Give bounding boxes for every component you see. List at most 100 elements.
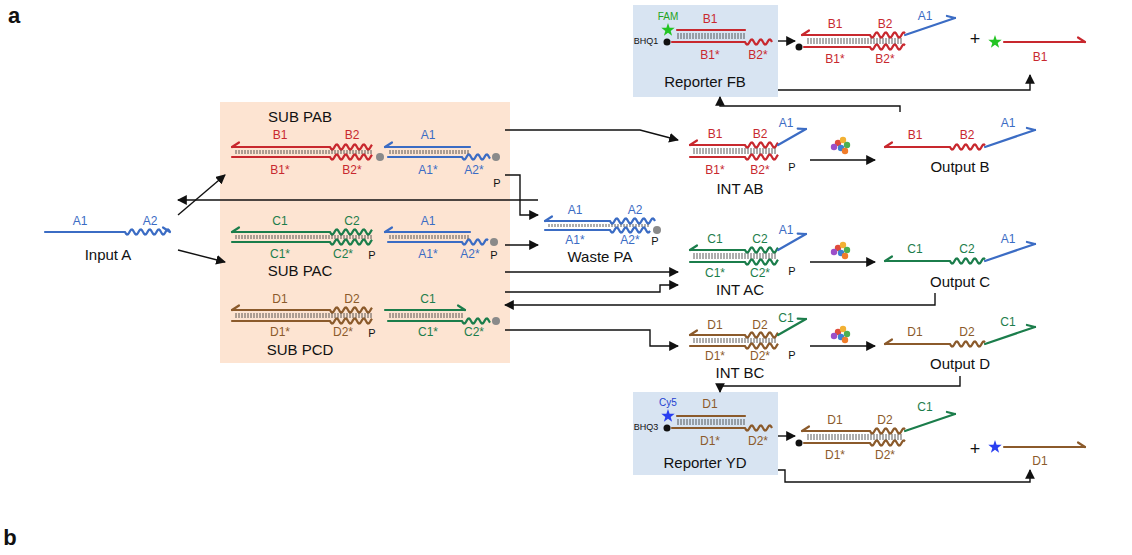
base-pair-tick	[368, 313, 369, 318]
base-pair-tick	[748, 253, 749, 259]
domain-label: D2*	[875, 449, 895, 462]
base-pair-tick	[393, 313, 394, 318]
base-pair-tick	[275, 150, 276, 154]
strand-segment	[690, 345, 745, 347]
base-pair-tick	[856, 38, 857, 44]
toehold-segment	[870, 440, 905, 445]
substrate-complex: SUB PABB1B2A1B1*B2*A1*A2*P	[225, 106, 505, 192]
base-pair-tick	[829, 38, 830, 44]
reporter-band	[633, 392, 778, 475]
base-pair-tick	[865, 38, 866, 44]
base-pair-tick	[260, 150, 261, 154]
strand-segment	[985, 244, 1035, 261]
base-pair-tick	[296, 313, 297, 318]
toehold-segment	[870, 428, 905, 433]
toehold-segment	[330, 307, 372, 312]
panel-letter: a	[8, 4, 20, 28]
reporter-band	[633, 5, 778, 97]
base-pair-tick	[763, 253, 764, 259]
base-pair-tick	[609, 224, 610, 227]
base-pair-tick	[353, 313, 354, 318]
toehold-segment	[870, 44, 905, 49]
base-pair-tick	[462, 150, 463, 154]
base-pair-tick	[726, 419, 727, 425]
base-pair-tick	[314, 235, 315, 239]
strand-segment	[1027, 128, 1035, 130]
base-pair-tick	[856, 434, 857, 440]
base-pair-tick	[633, 224, 634, 227]
base-pair-tick	[444, 235, 445, 239]
base-pair-tick	[456, 235, 457, 239]
strand-segment	[798, 232, 806, 235]
base-pair-tick	[738, 419, 739, 425]
strand-complex: A1A2Input A	[38, 195, 178, 270]
base-pair-tick	[362, 313, 363, 318]
base-pair-tick	[465, 235, 466, 239]
domain-label: B1	[273, 129, 288, 142]
base-pair-tick	[365, 150, 366, 154]
domain-label: D1*	[705, 350, 725, 363]
base-pair-tick	[320, 313, 321, 318]
strand-segment	[677, 415, 745, 417]
base-pair-tick	[245, 235, 246, 239]
base-pair-tick	[435, 150, 436, 154]
base-pair-tick	[850, 434, 851, 440]
base-pair-tick	[723, 419, 724, 425]
base-pair-tick	[886, 38, 887, 44]
base-pair-tick	[299, 235, 300, 239]
toehold-segment	[745, 343, 778, 348]
base-pair-tick	[260, 313, 261, 318]
base-pair-tick	[390, 150, 391, 154]
strand-segment	[885, 143, 892, 148]
domain-label: D2	[959, 326, 974, 339]
base-pair-tick	[702, 33, 703, 39]
base-pair-tick	[305, 313, 306, 318]
reaction-arrow	[505, 330, 678, 346]
base-pair-tick	[438, 313, 439, 318]
base-pair-tick	[892, 38, 893, 44]
reaction-arrow	[178, 250, 225, 262]
base-pair-tick	[730, 338, 731, 343]
base-pair-tick	[411, 313, 412, 318]
base-pair-tick	[823, 38, 824, 44]
base-pair-tick	[567, 224, 568, 227]
base-pair-tick	[356, 313, 357, 318]
domain-label: D2	[344, 293, 359, 306]
base-pair-tick	[329, 150, 330, 154]
base-pair-tick	[459, 150, 460, 154]
strand-segment	[545, 229, 610, 231]
base-pair-tick	[745, 148, 746, 154]
base-pair-tick	[573, 224, 574, 227]
base-pair-tick	[314, 313, 315, 318]
base-pair-tick	[694, 148, 695, 154]
base-pair-tick	[645, 224, 646, 227]
base-pair-tick	[853, 38, 854, 44]
base-pair-tick	[874, 434, 875, 440]
base-pair-tick	[720, 33, 721, 39]
strand-segment	[690, 261, 745, 263]
domain-label: C2	[344, 215, 359, 228]
base-pair-tick	[766, 253, 767, 259]
reaction-arrow	[720, 97, 900, 112]
domain-label: B2*	[342, 164, 361, 177]
base-pair-tick	[329, 235, 330, 239]
base-pair-tick	[772, 148, 773, 154]
base-pair-tick	[817, 434, 818, 440]
domain-label: A2	[143, 215, 158, 228]
base-pair-tick	[763, 338, 764, 343]
reaction-arrow	[178, 199, 538, 200]
strand-segment	[690, 331, 697, 336]
domain-label: B2	[960, 129, 975, 142]
base-pair-tick	[708, 419, 709, 425]
base-pair-tick	[411, 150, 412, 154]
base-pair-tick	[408, 150, 409, 154]
base-pair-tick	[456, 150, 457, 154]
base-pair-tick	[699, 419, 700, 425]
strand-segment	[690, 334, 745, 336]
base-pair-tick	[898, 434, 899, 440]
base-pair-tick	[311, 150, 312, 154]
base-pair-tick	[365, 313, 366, 318]
base-pair-tick	[435, 235, 436, 239]
base-pair-tick	[597, 224, 598, 227]
base-pair-tick	[591, 224, 592, 227]
